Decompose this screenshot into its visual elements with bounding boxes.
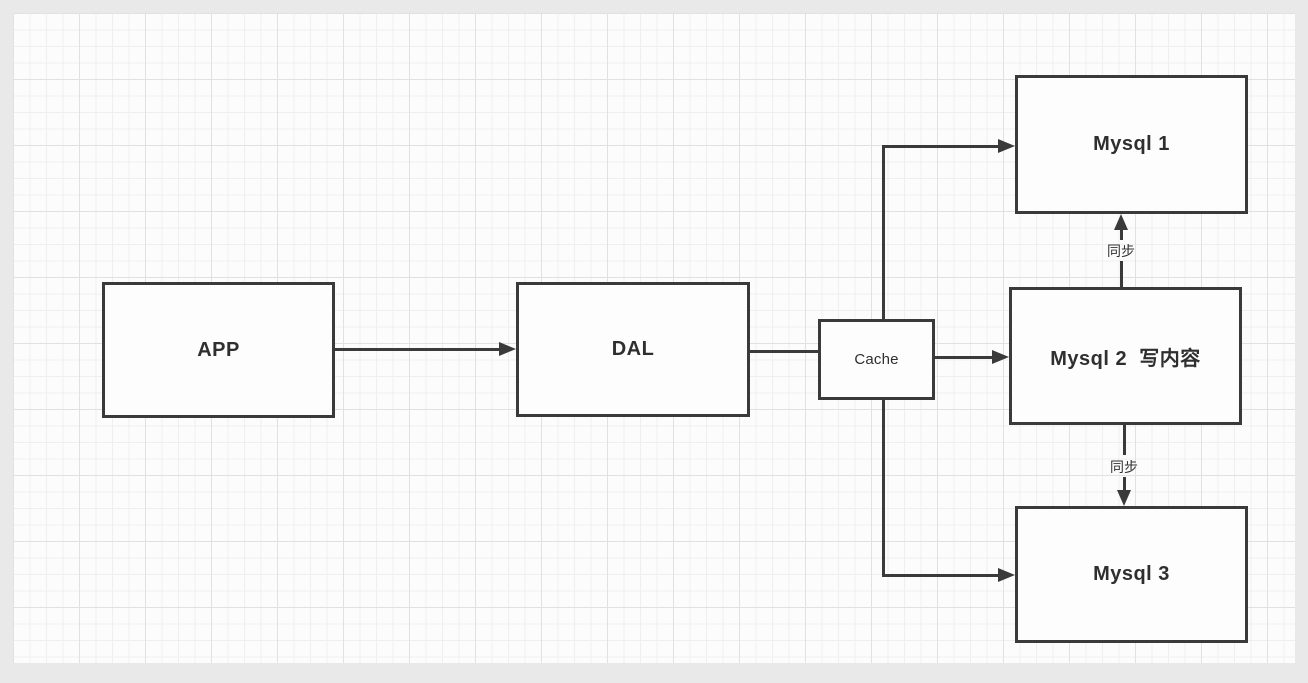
node-cache-label: Cache bbox=[854, 351, 899, 368]
arrow-right-icon bbox=[998, 568, 1015, 582]
edge-sync-down-upper-line bbox=[1123, 425, 1126, 455]
arrow-down-icon bbox=[1117, 490, 1131, 506]
diagram-canvas: APP DAL Cache Mysql 1 Mysql 2 写内容 Mysql … bbox=[13, 13, 1295, 663]
node-app-label: APP bbox=[197, 338, 240, 361]
edge-sync-up-shaft-line bbox=[1120, 228, 1123, 240]
arrow-right-icon bbox=[998, 139, 1015, 153]
node-mysql3-label: Mysql 3 bbox=[1093, 563, 1170, 585]
edge-cache-to-mysql3-horizontal-line bbox=[882, 574, 999, 577]
node-app: APP bbox=[102, 282, 335, 418]
arrow-right-icon bbox=[499, 342, 516, 356]
arrow-right-icon bbox=[992, 350, 1009, 364]
edge-app-to-dal-line bbox=[335, 348, 501, 351]
edge-cache-to-mysql3-vertical-line bbox=[882, 400, 885, 577]
node-mysql2: Mysql 2 写内容 bbox=[1009, 287, 1242, 425]
edge-cache-to-mysql1-vertical-line bbox=[882, 145, 885, 319]
node-mysql3: Mysql 3 bbox=[1015, 506, 1248, 643]
edge-cache-to-mysql2-line bbox=[935, 356, 992, 359]
edge-sync-up-lower-line bbox=[1120, 261, 1123, 287]
arrow-up-icon bbox=[1114, 214, 1128, 230]
node-mysql2-label: Mysql 2 写内容 bbox=[1050, 347, 1201, 370]
node-cache: Cache bbox=[818, 319, 935, 400]
node-mysql1-label: Mysql 1 bbox=[1093, 133, 1170, 155]
edge-cache-to-mysql1-horizontal-line bbox=[882, 145, 999, 148]
edge-dal-to-cache-line bbox=[750, 350, 818, 353]
edge-sync-up-label: 同步 bbox=[1107, 243, 1135, 259]
node-dal: DAL bbox=[516, 282, 750, 417]
node-mysql1: Mysql 1 bbox=[1015, 75, 1248, 214]
edge-sync-down-label: 同步 bbox=[1110, 459, 1138, 475]
node-dal-label: DAL bbox=[611, 338, 655, 360]
edge-sync-down-shaft-line bbox=[1123, 477, 1126, 490]
